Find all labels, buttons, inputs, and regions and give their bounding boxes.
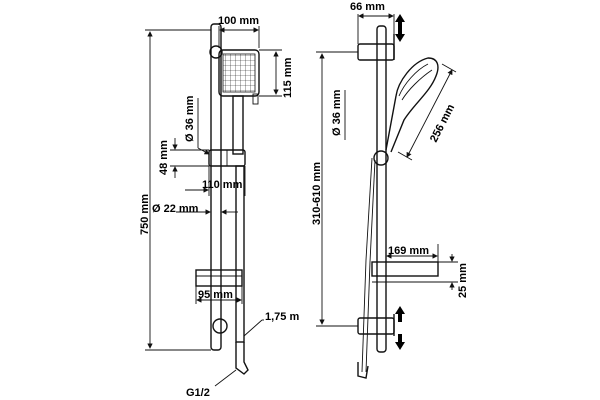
front-dim-hose-length: 1,75 m bbox=[265, 311, 299, 323]
side-hose bbox=[361, 157, 373, 373]
side-view: 66 mm 310-610 mm Ø 36 mm 256 mm 169 mm bbox=[311, 1, 469, 379]
front-holder bbox=[208, 149, 246, 167]
front-bottom-bracket bbox=[212, 318, 228, 334]
front-dim-head-height: 115 mm bbox=[282, 57, 294, 98]
front-dim-rail-diameter: Ø 22 mm bbox=[152, 203, 199, 215]
side-wall-rail bbox=[376, 25, 387, 353]
front-dim-shelf-width: 95 mm bbox=[198, 289, 233, 301]
front-hose-connector bbox=[235, 342, 249, 375]
side-top-bracket bbox=[357, 43, 395, 61]
front-top-bracket bbox=[209, 45, 223, 59]
side-hose-connector bbox=[357, 362, 369, 379]
front-shower-head bbox=[218, 49, 260, 155]
front-view: 750 mm 100 mm 115 mm Ø 36 mm 48 mm 110 m… bbox=[139, 15, 299, 399]
front-dim-head-width: 100 mm bbox=[218, 15, 259, 27]
side-dim-adjust-range: 310-610 mm bbox=[311, 162, 323, 225]
front-dim-holder-height: 48 mm bbox=[158, 140, 170, 175]
side-adjust-arrow-top bbox=[395, 14, 405, 42]
side-dim-shelf-depth: 169 mm bbox=[388, 245, 429, 257]
side-dim-shelf-height: 25 mm bbox=[457, 263, 469, 298]
front-dim-total-height: 750 mm bbox=[139, 194, 151, 235]
side-holder bbox=[373, 150, 389, 166]
side-adjust-arrow-bottom bbox=[395, 306, 405, 350]
side-soap-shelf bbox=[371, 261, 439, 277]
front-dim-holder-projection: 110 mm bbox=[202, 179, 243, 191]
side-dim-top-offset: 66 mm bbox=[350, 1, 385, 13]
front-dim-thread: G1/2 bbox=[186, 387, 210, 399]
front-soap-shelf bbox=[195, 269, 243, 287]
front-dim-holder-diameter: Ø 36 mm bbox=[184, 95, 196, 142]
front-wall-rail bbox=[210, 23, 222, 351]
front-head-nozzle-grid bbox=[222, 53, 256, 93]
side-dim-holder-diameter: Ø 36 mm bbox=[331, 89, 343, 136]
